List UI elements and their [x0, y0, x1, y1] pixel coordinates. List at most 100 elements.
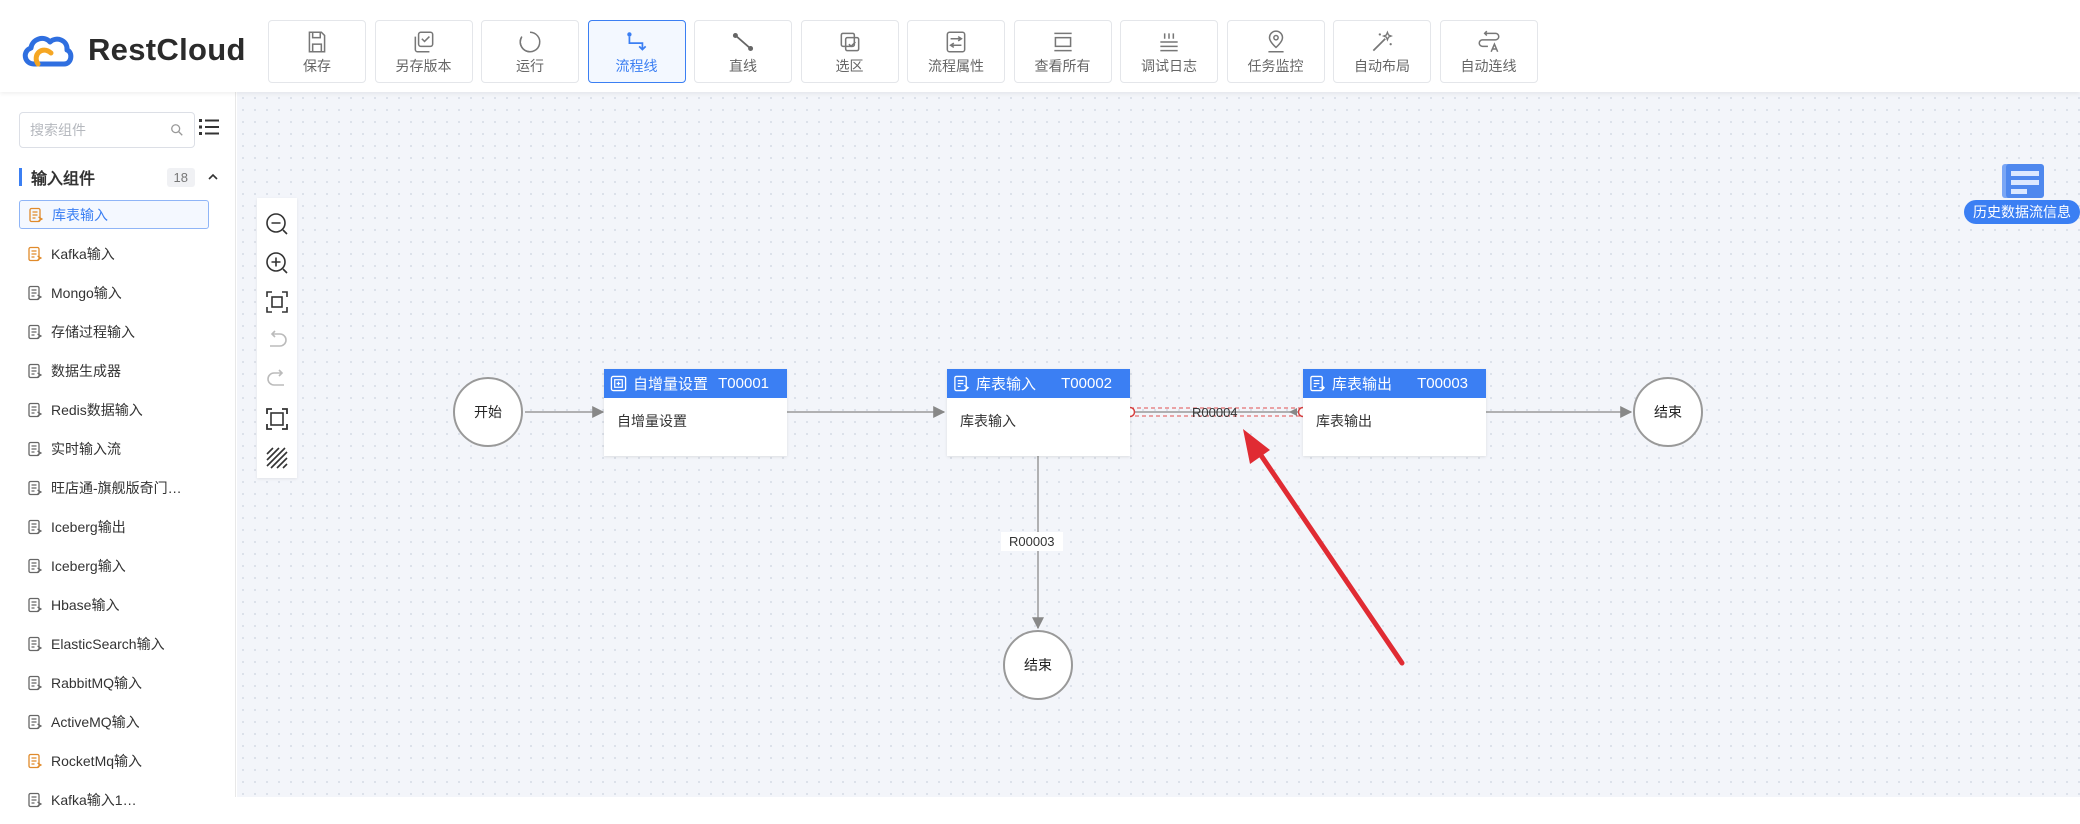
- history-dataflow-button[interactable]: 历史数据流信息: [1964, 162, 2080, 232]
- database-history-icon: [2002, 164, 2044, 198]
- top-header: RestCloud 保存 另存版本 运行 流程线 直线: [0, 0, 2080, 92]
- search-icon[interactable]: [170, 123, 184, 137]
- save-label: 保存: [303, 57, 331, 74]
- component-item[interactable]: RocketMq输入: [19, 746, 209, 775]
- component-item-label: RocketMq输入: [51, 752, 143, 769]
- auto-connect-icon: [1478, 30, 1499, 52]
- logo-text: RestCloud: [88, 32, 246, 67]
- start-node[interactable]: 开始: [453, 377, 523, 447]
- save-version-label: 另存版本: [395, 57, 452, 74]
- cloud-logo-icon: [22, 35, 74, 67]
- group-header-input[interactable]: 输入组件 18: [19, 164, 219, 190]
- task-node-header: 自增量设置 T00001: [604, 369, 787, 398]
- task-node-body: 库表输出: [1316, 413, 1372, 429]
- end-node-right[interactable]: 结束: [1633, 377, 1703, 447]
- component-item-label: Iceberg输出: [51, 518, 126, 535]
- run-button[interactable]: 运行: [481, 20, 579, 83]
- zoom-out-icon: [266, 212, 288, 235]
- component-item[interactable]: 存储过程输入: [19, 317, 209, 346]
- flow-line-button[interactable]: 流程线: [587, 20, 686, 83]
- undo-button[interactable]: [263, 327, 291, 354]
- grid-toggle-button[interactable]: [263, 445, 291, 472]
- task-node-t00001[interactable]: 自增量设置 T00001 自增量设置: [604, 369, 787, 456]
- component-icon: [28, 675, 43, 690]
- component-item[interactable]: Redis数据输入: [19, 395, 209, 424]
- grid-pattern-icon: [266, 447, 288, 469]
- fit-view-button[interactable]: [263, 288, 291, 315]
- component-item[interactable]: Kafka输入1…: [19, 785, 209, 814]
- run-icon: [519, 30, 541, 53]
- flow-properties-button[interactable]: 流程属性: [907, 20, 1005, 83]
- component-item-label: 存储过程输入: [51, 323, 135, 340]
- group-accent-bar: [19, 168, 22, 186]
- zoom-out-button[interactable]: [263, 210, 291, 237]
- component-item[interactable]: Hbase输入: [19, 590, 209, 619]
- component-item[interactable]: RabbitMQ输入: [19, 668, 209, 697]
- task-monitor-label: 任务监控: [1247, 57, 1304, 74]
- select-area-label: 选区: [835, 57, 864, 74]
- task-node-t00002[interactable]: 库表输入 T00002 库表输入: [947, 369, 1130, 456]
- task-node-body: 自增量设置: [617, 413, 687, 429]
- flow-properties-icon: [946, 30, 966, 53]
- select-area-button[interactable]: 选区: [800, 20, 899, 83]
- task-node-id: T00003: [1417, 375, 1468, 392]
- flow-canvas[interactable]: 开始 自增量设置 T00001 自增量设置 库表输入 T00002 库表输入 库…: [237, 92, 2080, 797]
- component-item[interactable]: Kafka输入: [19, 239, 209, 268]
- flow-line-label: 流程线: [615, 57, 658, 74]
- task-node-body: 库表输入: [960, 413, 1016, 429]
- redo-button[interactable]: [263, 367, 291, 394]
- search-box: [19, 112, 195, 148]
- component-item[interactable]: Iceberg输出: [19, 512, 209, 541]
- view-all-label: 查看所有: [1034, 57, 1091, 74]
- straight-line-button[interactable]: 直线: [694, 20, 792, 83]
- component-item[interactable]: 库表输入: [19, 200, 209, 229]
- component-item[interactable]: ElasticSearch输入: [19, 629, 209, 658]
- component-item[interactable]: 旺店通-旗舰版奇门…: [19, 473, 209, 502]
- component-icon: [28, 246, 43, 261]
- debug-log-icon: [1160, 32, 1178, 51]
- auto-layout-button[interactable]: 自动布局: [1333, 20, 1431, 83]
- component-item[interactable]: ActiveMQ输入: [19, 707, 209, 736]
- toolbar: 保存 另存版本 运行 流程线 直线 选区: [268, 20, 1546, 83]
- view-all-button[interactable]: 查看所有: [1013, 20, 1112, 83]
- flow-line-icon: [626, 31, 646, 51]
- task-node-t00003[interactable]: 库表输出 T00003 库表输出: [1303, 369, 1486, 456]
- actual-size-button[interactable]: [263, 406, 291, 433]
- task-node-header: 库表输入 T00002: [947, 369, 1130, 398]
- zoom-in-button[interactable]: [263, 249, 291, 276]
- debug-log-label: 调试日志: [1141, 57, 1197, 74]
- component-icon: [28, 753, 43, 768]
- save-button[interactable]: 保存: [268, 20, 366, 83]
- component-icon: [28, 558, 43, 573]
- flow-properties-label: 流程属性: [928, 57, 984, 74]
- component-icon: [28, 714, 43, 729]
- task-monitor-button[interactable]: 任务监控: [1226, 20, 1325, 83]
- component-item[interactable]: 数据生成器: [19, 356, 209, 385]
- search-input[interactable]: [30, 122, 170, 138]
- debug-log-button[interactable]: 调试日志: [1120, 20, 1218, 83]
- end-node-bottom[interactable]: 结束: [1003, 630, 1073, 700]
- save-version-button[interactable]: 另存版本: [374, 20, 473, 83]
- annotation-arrow-head: [1243, 429, 1270, 464]
- component-item-label: Mongo输入: [51, 284, 122, 301]
- component-item[interactable]: 实时输入流: [19, 434, 209, 463]
- list-view-icon[interactable]: [198, 116, 220, 138]
- auto-connect-button[interactable]: 自动连线: [1439, 20, 1538, 83]
- end-node-label: 结束: [1024, 657, 1052, 673]
- task-node-id: T00001: [718, 375, 769, 392]
- auto-layout-icon: [1372, 29, 1393, 51]
- edge-label-r00004[interactable]: R00004: [1192, 405, 1238, 420]
- component-item-label: RabbitMQ输入: [51, 674, 143, 691]
- component-icon: [28, 480, 43, 495]
- chevron-up-icon[interactable]: [207, 171, 219, 183]
- component-item-label: Redis数据输入: [51, 401, 143, 418]
- component-item[interactable]: Mongo输入: [19, 278, 209, 307]
- component-icon: [28, 363, 43, 378]
- component-item-label: ElasticSearch输入: [51, 635, 165, 652]
- component-item-label: Kafka输入1…: [51, 791, 137, 808]
- component-item[interactable]: Iceberg输入: [19, 551, 209, 580]
- edge-label-r00003[interactable]: R00003: [1001, 532, 1063, 551]
- component-icon: [28, 402, 43, 417]
